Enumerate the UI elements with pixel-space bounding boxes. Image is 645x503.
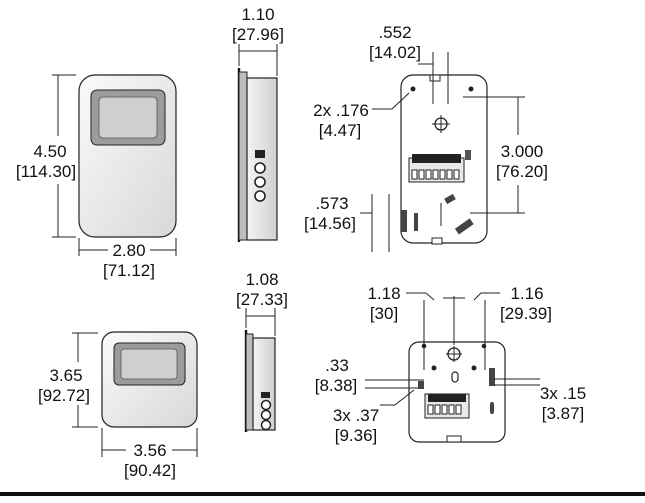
dim-value: 3.56 — [133, 441, 166, 460]
dim-value: 3.000 — [501, 142, 544, 161]
dim-value: 1.16 — [510, 284, 543, 303]
large-front-height-dimension: 4.50 [114.30] — [16, 74, 76, 238]
dim-value: 1.08 — [245, 270, 278, 289]
dim-value-metric: [90.42] — [124, 461, 176, 480]
dim-value-metric: [30] — [370, 304, 398, 323]
small-side-view — [244, 330, 276, 432]
dim-value-metric: [3.87] — [542, 404, 585, 423]
dim-value: 3.65 — [49, 366, 82, 385]
footer-rule — [0, 492, 645, 496]
dim-value-metric: [9.36] — [335, 426, 378, 445]
dim-value: 1.18 — [367, 284, 400, 303]
dim-value-metric: [29.39] — [500, 304, 552, 323]
large-front-view — [78, 74, 177, 238]
large-side-view — [237, 68, 278, 242]
small-back-view — [408, 341, 506, 443]
dim-value-metric: [4.47] — [319, 121, 362, 140]
small-front-height-dimension: 3.65 [92.72] — [38, 332, 98, 428]
dim-value: 2x .176 — [313, 101, 369, 120]
dim-value-metric: [76.20] — [496, 162, 548, 181]
dim-value: 3x .37 — [333, 406, 379, 425]
dim-value-metric: [8.38] — [315, 376, 358, 395]
small-front-view — [101, 331, 198, 428]
dim-value-metric: [71.12] — [103, 261, 155, 280]
dim-value: .573 — [315, 194, 348, 213]
large-back-view — [400, 74, 488, 245]
dim-value-metric: [14.02] — [369, 43, 421, 62]
dim-value: .33 — [325, 356, 349, 375]
large-back-dimensions: .552 [14.02] 2x .176 [4.47] 3.000 [76.20… — [304, 23, 548, 252]
dim-value-metric: [114.30] — [16, 162, 76, 181]
dim-value-metric: [92.72] — [38, 386, 90, 405]
dim-value: 2.80 — [112, 241, 145, 260]
dim-value: 4.50 — [33, 142, 66, 161]
small-back-dimensions: 1.18 [30] 1.16 [29.39] .33 [8.38] 3x .37… — [315, 284, 586, 445]
large-front-width-dimension: 2.80 [71.12] — [78, 238, 177, 280]
dim-value-metric: [14.56] — [304, 214, 356, 233]
small-front-width-dimension: 3.56 [90.42] — [101, 428, 198, 480]
dim-value-metric: [27.96] — [232, 25, 284, 44]
dim-value: 3x .15 — [540, 384, 586, 403]
dim-value: .552 — [378, 23, 411, 42]
small-side-depth-dimension: 1.08 [27.33] — [236, 270, 288, 336]
dim-value: 1.10 — [241, 5, 274, 24]
large-side-depth-dimension: 1.10 [27.96] — [232, 5, 284, 76]
dim-value-metric: [27.33] — [236, 290, 288, 309]
